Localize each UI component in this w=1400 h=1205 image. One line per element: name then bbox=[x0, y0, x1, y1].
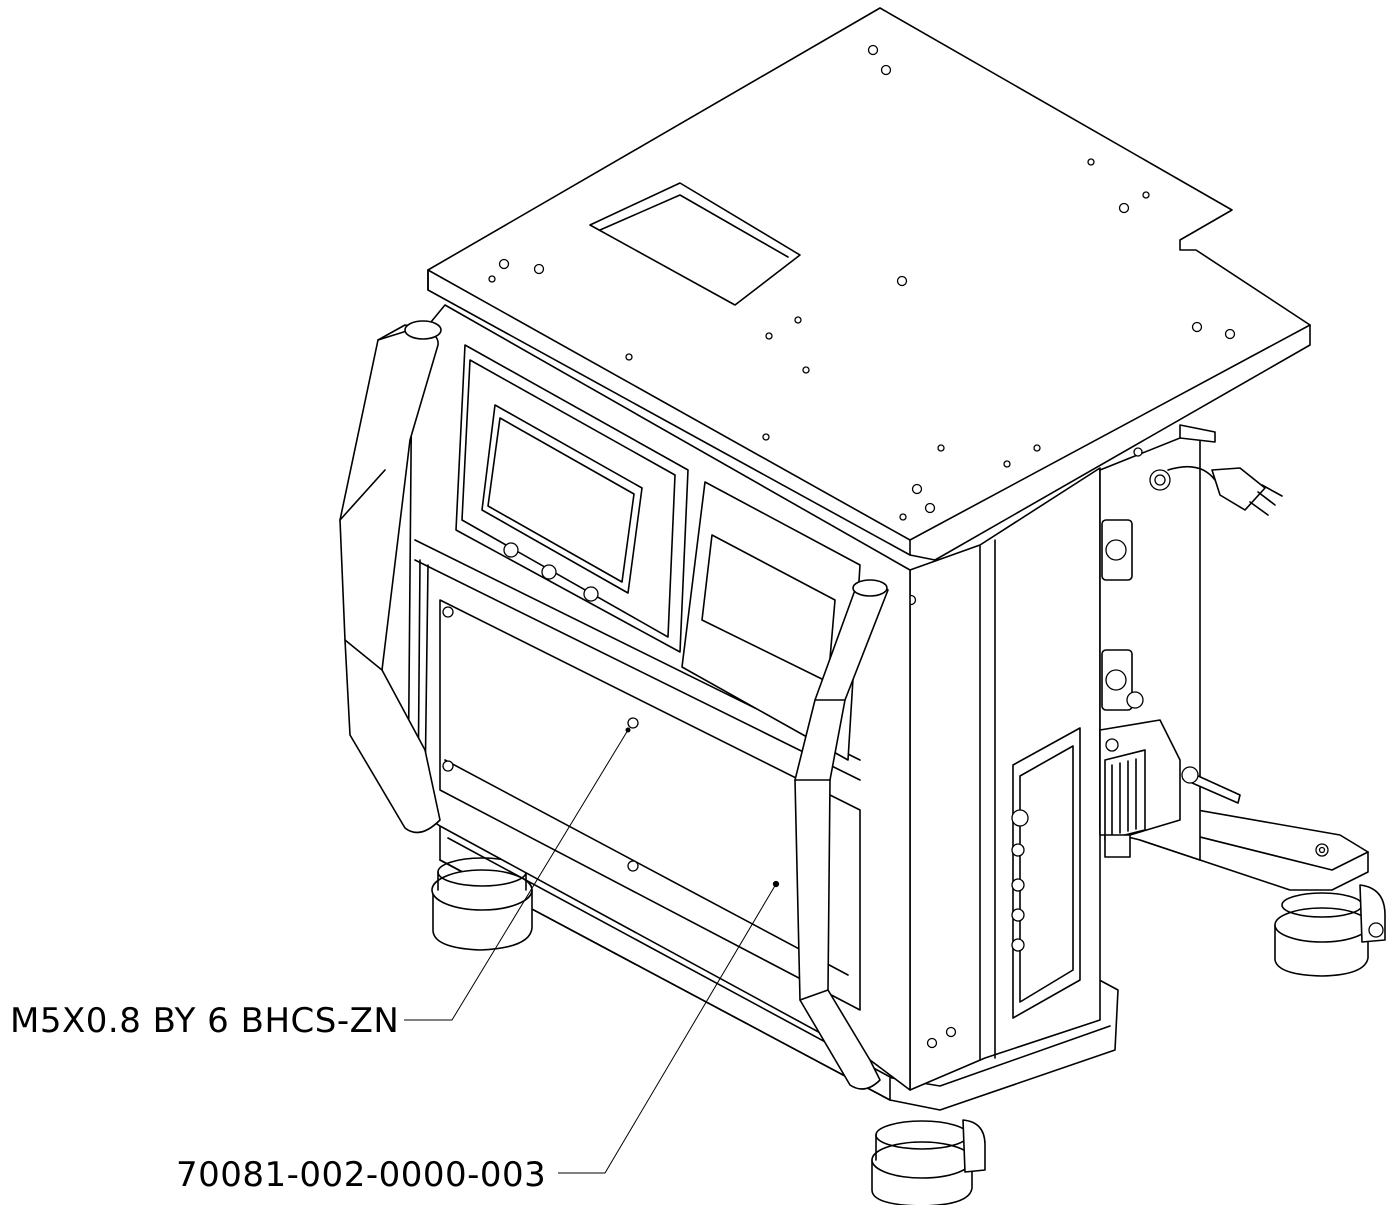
callout-screw-label: M5X0.8 BY 6 BHCS-ZN bbox=[10, 1001, 399, 1041]
left-handle bbox=[339, 320, 442, 834]
screw-leader-line bbox=[404, 729, 629, 1021]
caster-feet bbox=[431, 857, 1386, 1205]
rear-components bbox=[1099, 424, 1283, 861]
callout-leaders bbox=[404, 727, 779, 1174]
front-panel bbox=[407, 304, 911, 1091]
panel-leader-line bbox=[558, 883, 777, 1174]
callout-panel-label: 70081-002-0000-003 bbox=[176, 1155, 546, 1195]
right-handle bbox=[794, 579, 889, 1090]
top-plate bbox=[427, 7, 1311, 561]
right-side-panel bbox=[878, 467, 1101, 1091]
